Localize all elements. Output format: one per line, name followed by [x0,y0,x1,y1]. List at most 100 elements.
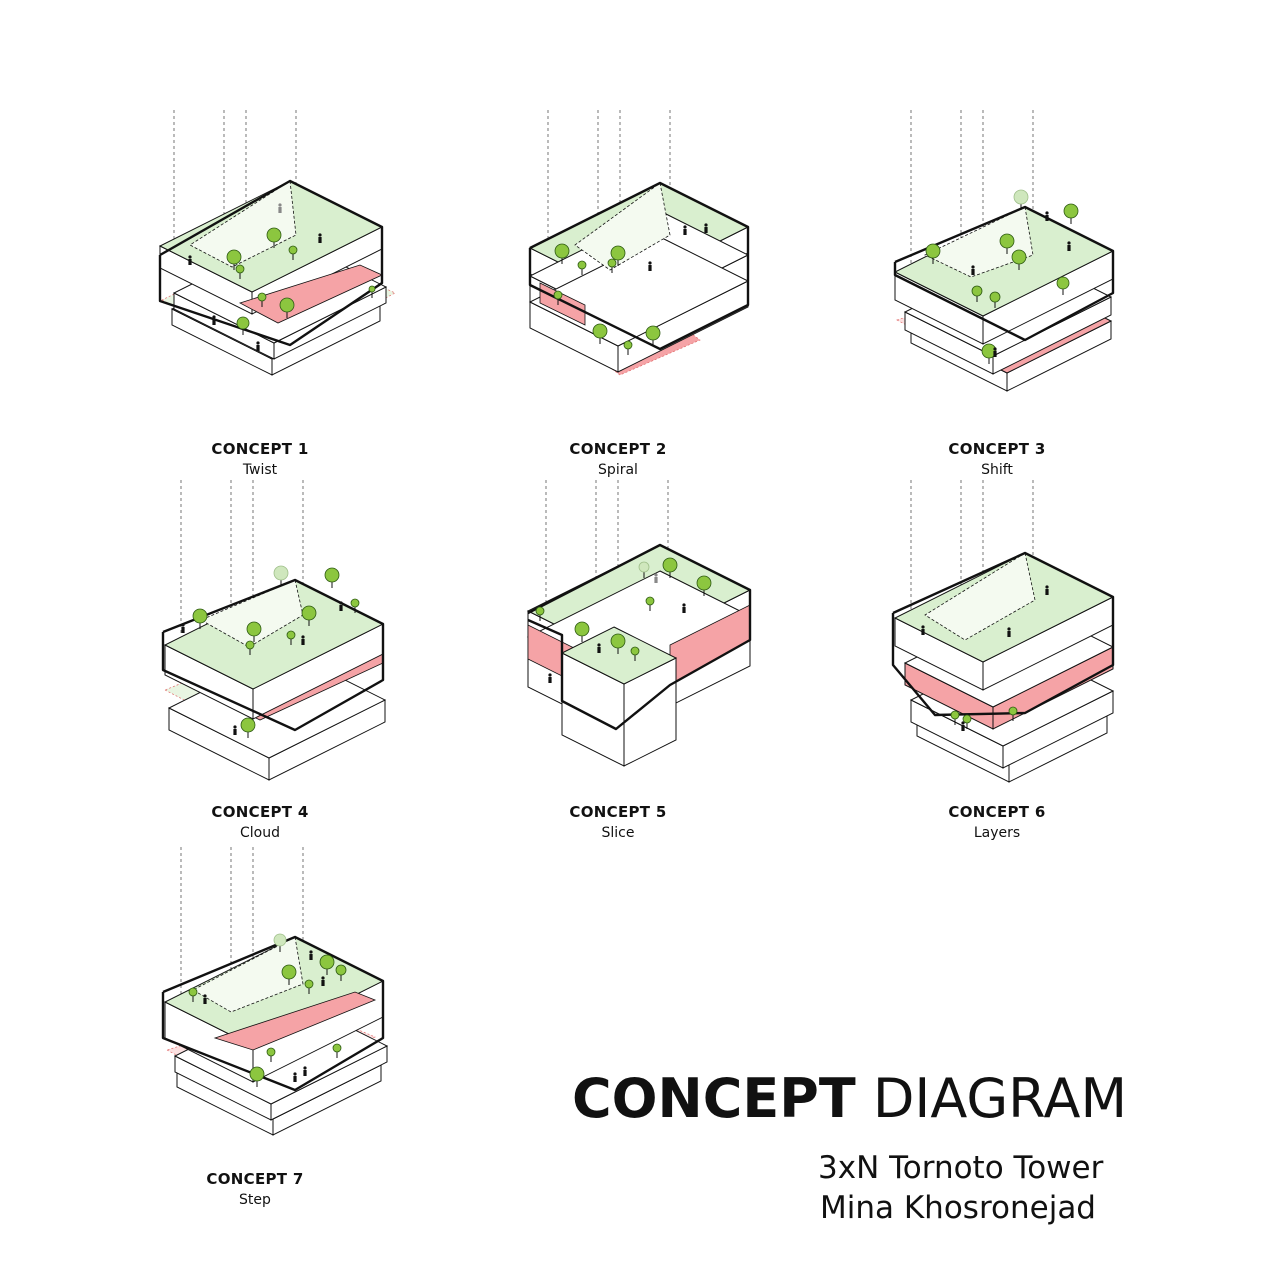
person-icon-body [321,980,325,986]
person-icon-body [921,629,925,635]
person-icon-body [993,351,997,357]
tree-icon [999,233,1015,249]
tree-icon [332,1043,342,1053]
tree-icon [236,316,250,330]
person-icon-body [303,1070,307,1076]
concept-title: CONCEPT 4 [211,803,309,821]
spiral-ramp-accent [539,282,586,326]
person-icon [256,341,260,345]
tree-icon [240,717,256,733]
mass-outline [893,205,1115,342]
tree-icon [273,565,289,581]
tree-icon [286,630,296,640]
tree-icon [696,575,712,591]
tree-icon [304,979,314,989]
person-icon-body [1045,215,1049,221]
tree-icon [257,292,267,302]
concept-title: CONCEPT 2 [569,440,667,458]
mass-outline [528,181,750,351]
tree-icon [553,290,563,300]
person-icon-body [654,577,658,583]
concept-7-drawing [161,847,389,1136]
person-icon-body [301,639,305,645]
tree-icon [610,633,626,649]
person-icon-body [683,229,687,235]
project-name: 3xN Tornoto Tower [818,1150,1104,1186]
tree-icon [989,291,1001,303]
page-title-bold: CONCEPT [572,1067,856,1130]
tree-icon [350,598,360,608]
person-icon-body [212,319,216,325]
person-icon [181,623,185,627]
tree-icon [235,264,245,274]
courtyard-outline [924,206,1034,278]
person-icon-body [278,207,282,213]
person-icon [339,601,343,605]
person-icon [1067,241,1071,245]
concept-subtitle: Twist [242,462,278,478]
concept-subtitle: Slice [601,825,635,841]
concept-2-caption: CONCEPT 2 Spiral [488,440,748,478]
person-icon [293,1072,297,1076]
concept-6-caption: CONCEPT 6 Layers [867,803,1127,841]
concept-4-diagram [155,475,415,781]
tree-icon [662,557,678,573]
person-icon-body [971,269,975,275]
person-icon [648,261,652,265]
tree-icon [324,567,340,583]
tree-icon [574,621,590,637]
person-icon-body [188,259,192,265]
person-icon [188,255,192,259]
tree-icon [281,964,297,980]
person-icon-body [1045,589,1049,595]
tree-icon [645,596,655,606]
person-icon [921,625,925,629]
tree-icon [645,325,661,341]
tree-icon [245,640,255,650]
concept-4-drawing [161,480,387,781]
tree-icon [1008,706,1018,716]
concept-1-drawing [158,110,396,376]
courtyard-outline [200,579,304,648]
concept-1-diagram [150,105,410,405]
tree-icon [971,285,983,297]
page-title: CONCEPT DIAGRAM [572,1066,1132,1132]
person-icon-body [256,345,260,351]
concept-1-caption: CONCEPT 1 Twist [130,440,390,478]
page-title-light: DIAGRAM [872,1067,1128,1130]
person-icon-body [961,725,965,731]
tree-icon [246,621,262,637]
tree-icon [630,646,640,656]
person-icon [993,347,997,351]
person-icon-body [318,237,322,243]
person-icon-body [203,998,207,1004]
step-terrace-accent [213,991,377,1051]
courtyard-outline [574,182,671,271]
person-icon [301,635,305,639]
tree-icon [335,964,347,976]
person-icon [203,994,207,998]
person-icon [704,223,708,227]
concept-6-diagram [885,475,1145,783]
tree-icon [249,1066,265,1082]
person-icon [303,1066,307,1070]
concept-5-drawing [526,480,752,767]
person-icon-body [597,647,601,653]
tree-icon [273,933,287,947]
tree-icon [301,605,317,621]
concept-2-diagram [520,105,780,405]
person-icon [1007,627,1011,631]
tree-icon [368,285,376,293]
tree-icon [925,243,941,259]
person-icon [682,603,686,607]
person-icon-body [704,227,708,233]
author-name: Mina Khosronejad [820,1190,1096,1226]
person-icon-body [1067,245,1071,251]
mass-outline [527,543,752,731]
tree-icon [266,227,282,243]
courtyard-outline [924,552,1036,641]
person-icon-body [648,265,652,271]
courtyard-outline [192,936,304,1013]
person-icon [318,233,322,237]
concept-6-drawing [891,480,1115,783]
